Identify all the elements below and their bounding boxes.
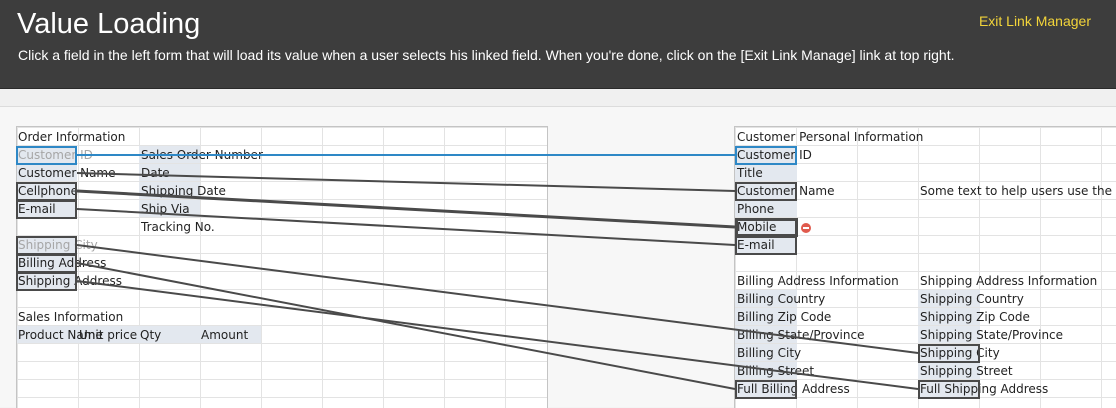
linked-field-box[interactable]	[735, 218, 798, 237]
left-field-highlight	[17, 200, 77, 217]
billing-city-field[interactable]: Billing City	[737, 346, 802, 360]
right-field-highlight	[735, 218, 797, 235]
sales-order-number-field[interactable]: Sales Order Number	[141, 148, 263, 162]
selected-link-box[interactable]	[16, 146, 77, 165]
linked-field-box[interactable]	[735, 182, 797, 201]
shipping-address-information-heading: Shipping Address Information	[920, 274, 1098, 288]
billing-state-field[interactable]: Billing State/Province	[737, 328, 865, 342]
column-header-qty[interactable]: Qty	[140, 328, 162, 342]
column-header-amount[interactable]: Amount	[201, 328, 249, 342]
right-field-highlight	[918, 362, 980, 379]
linked-field-box[interactable]	[16, 200, 77, 219]
left-cellphone-field[interactable]: Cellphone	[18, 184, 78, 198]
left-email-field[interactable]: E-mail	[18, 202, 56, 216]
billing-country-field[interactable]: Billing Country	[737, 292, 826, 306]
shipping-country-field[interactable]: Shipping Country	[920, 292, 1024, 306]
linked-field-box[interactable]	[16, 254, 77, 273]
shipping-street-field[interactable]: Shipping Street	[920, 364, 1013, 378]
minus-circle-icon[interactable]	[801, 223, 811, 233]
shipping-zip-field[interactable]: Shipping Zip Code	[920, 310, 1030, 324]
right-phone-field[interactable]: Phone	[737, 202, 775, 216]
left-field-highlight	[17, 236, 77, 253]
left-field-highlight	[17, 182, 77, 199]
top-banner: Value Loading Click a field in the left …	[0, 0, 1116, 89]
column-header-unit-price[interactable]: Unit price	[79, 328, 138, 342]
right-field-highlight	[735, 146, 797, 163]
help-text: Some text to help users use the dat	[920, 184, 1116, 198]
right-title-field[interactable]: Title	[737, 166, 763, 180]
right-field-highlight	[918, 326, 980, 343]
right-field-highlight	[918, 344, 980, 361]
right-customer-name-field[interactable]: Customer Name	[737, 184, 835, 198]
billing-street-field[interactable]: Billing Street	[737, 364, 815, 378]
right-field-highlight	[918, 308, 980, 325]
billing-zip-field[interactable]: Billing Zip Code	[737, 310, 832, 324]
right-field-highlight	[918, 290, 980, 307]
left-field-highlight	[17, 146, 77, 163]
linked-field-box[interactable]	[735, 380, 797, 399]
right-field-highlight	[735, 182, 797, 199]
left-field-highlight	[17, 254, 77, 271]
linked-field-box[interactable]	[16, 272, 77, 291]
left-field-highlight	[17, 272, 77, 289]
right-field-highlight	[735, 200, 797, 217]
order-information-heading: Order Information	[18, 130, 126, 144]
linked-field-box[interactable]	[16, 182, 77, 201]
exit-link-manager-link[interactable]: Exit Link Manager	[978, 13, 1091, 29]
ship-via-field[interactable]: Ship Via	[141, 202, 190, 216]
sales-information-heading: Sales Information	[18, 310, 124, 324]
full-shipping-address-field[interactable]: Full Shipping Address	[920, 382, 1049, 396]
tracking-no-field[interactable]: Tracking No.	[141, 220, 215, 234]
shipping-date-field[interactable]: Shipping Date	[141, 184, 226, 198]
linked-field-box[interactable]	[735, 236, 797, 255]
right-customer-id-field[interactable]: Customer ID	[737, 148, 812, 162]
selected-link-box[interactable]	[735, 146, 797, 165]
right-field-highlight	[735, 164, 797, 181]
linked-field-box[interactable]	[918, 380, 980, 399]
left-field-highlight	[17, 164, 77, 181]
date-field[interactable]: Date	[141, 166, 170, 180]
billing-address-information-heading: Billing Address Information	[737, 274, 899, 288]
shipping-state-field[interactable]: Shipping State/Province	[920, 328, 1064, 342]
page-title: Value Loading	[17, 8, 201, 40]
right-mobile-field[interactable]: Mobile	[737, 220, 777, 234]
linked-field-box[interactable]	[16, 236, 77, 255]
instructions-text: Click a field in the left form that will…	[18, 47, 955, 63]
left-customer-id-field[interactable]: Customer ID	[18, 148, 93, 162]
customer-personal-information-heading: Customer Personal Information	[737, 130, 924, 144]
right-field-highlight	[918, 380, 980, 397]
linked-field-box[interactable]	[918, 344, 980, 363]
toolbar-band	[0, 89, 1116, 107]
left-customer-name-field[interactable]: Customer Name	[18, 166, 116, 180]
